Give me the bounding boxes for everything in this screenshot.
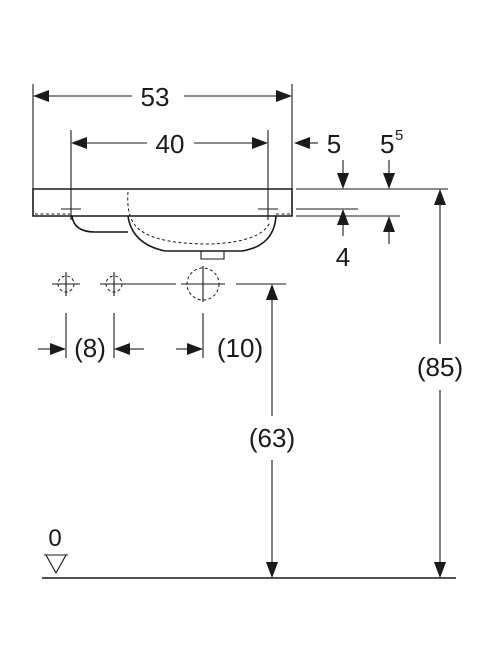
floor-level: 0 — [42, 525, 456, 579]
reference-lines — [296, 188, 448, 217]
dimension-rim-height: (85) — [417, 189, 463, 578]
edge-left-label: 5 — [327, 129, 341, 159]
floor-level-label: 0 — [48, 525, 61, 552]
dimension-rim-thickness: 4 — [336, 209, 395, 272]
rim-thickness-label: 4 — [336, 242, 350, 272]
hole-markers — [52, 266, 286, 302]
dimension-hole-spacing-a: (8) — [38, 313, 144, 363]
rim-arrows — [337, 160, 395, 189]
washbasin-outline — [32, 188, 293, 260]
width-holes-label: 40 — [156, 129, 185, 159]
hole-height-label: (63) — [249, 423, 295, 453]
edge-right-label: 5 — [380, 129, 394, 159]
dimension-width-holes: 40 — [70, 129, 269, 197]
dimension-hole-spacing-b: (10) — [176, 313, 263, 363]
rim-height-label: (85) — [417, 352, 463, 382]
hole-spacing-a-label: (8) — [74, 333, 106, 363]
dimension-edge-right: 5 5 — [380, 127, 403, 159]
edge-right-superscript: 5 — [395, 127, 403, 144]
width-total-label: 53 — [141, 82, 170, 112]
dimension-hole-height: (63) — [249, 284, 295, 578]
dimension-edge-left: 5 — [294, 129, 341, 159]
hole-spacing-b-label: (10) — [217, 333, 263, 363]
dimension-width-total: 53 — [32, 82, 293, 189]
